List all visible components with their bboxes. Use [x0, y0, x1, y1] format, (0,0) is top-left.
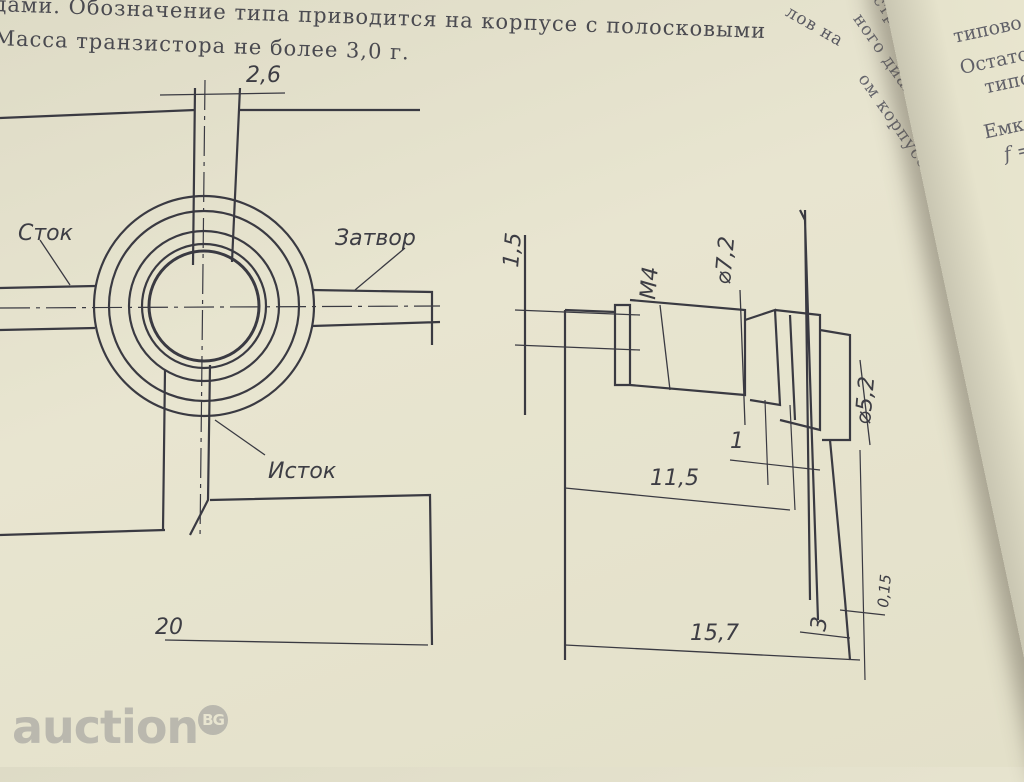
side-lead [799, 209, 820, 621]
right-text: типово [951, 11, 1024, 48]
dim-label-2-6: 2,6 [246, 63, 281, 88]
watermark-badge: BG [198, 705, 228, 735]
right-text: Емкос [981, 108, 1024, 144]
label-gate: Затвор [335, 226, 416, 251]
dim-label-15-7: 15,7 [690, 621, 739, 646]
dim-label-m4: M4 [636, 265, 664, 300]
body-outline-bottom [0, 493, 434, 646]
label-source: Исток [268, 459, 337, 484]
label-drain: Сток [18, 221, 74, 246]
lead-drain [0, 284, 96, 332]
dim-label-0-15: 0,15 [874, 574, 895, 609]
side-stud [613, 298, 747, 397]
body-outline-top [0, 108, 420, 120]
dim-label-dia-5-2: ⌀5,2 [851, 375, 880, 425]
dim-15-7 [564, 644, 861, 661]
dim-label-11-5: 11,5 [650, 466, 699, 491]
dim-2-6 [159, 92, 286, 96]
side-nut [744, 308, 852, 442]
outer-ring [92, 194, 316, 418]
side-base [523, 235, 616, 660]
watermark-text: auction [12, 700, 199, 754]
dim-label-3: 3 [806, 615, 833, 633]
right-text: f = [1001, 138, 1024, 166]
dim-20 [164, 639, 429, 646]
dim-label-1: 1 [730, 429, 744, 454]
lead-gate [311, 288, 441, 345]
dim-label-20: 20 [155, 615, 183, 640]
dimension-labels: 2,6 20 Сток Затвор Исток 1,5 M4 ⌀7,2 ⌀5,… [18, 63, 895, 646]
dim-label-1-5: 1,5 [499, 231, 527, 268]
dim-label-dia-7-2: ⌀7,2 [711, 235, 740, 285]
dim-11-5 [564, 487, 791, 511]
lead-bottom [161, 364, 212, 536]
lead-top [191, 87, 242, 266]
